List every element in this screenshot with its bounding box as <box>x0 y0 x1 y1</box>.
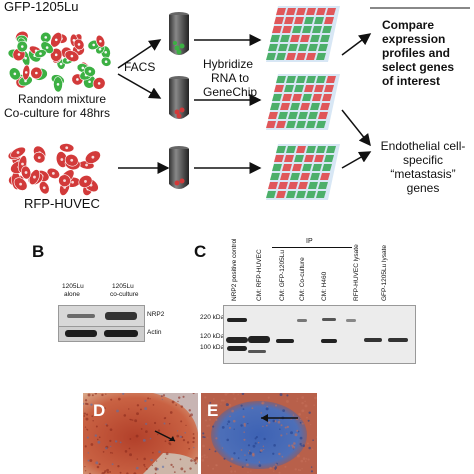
band-nrp2-alone <box>67 314 95 318</box>
panel-b-col1-line2: alone <box>64 291 80 298</box>
arrow-compare <box>341 33 372 56</box>
band-rfp-lysate <box>364 338 382 342</box>
lane-label: NRP2 positive control <box>231 238 238 302</box>
hybridize-label: Hybridize <box>203 57 254 71</box>
band-gfp-lysate <box>388 338 408 342</box>
panel-b-row-actin: Actin <box>147 329 162 336</box>
endo-line-3: “metastasis” <box>390 167 456 181</box>
panel-b-row-nrp2: NRP2 <box>147 311 165 318</box>
lane-label: GFP-1205Lu lysate <box>381 244 388 301</box>
band-actin-alone <box>65 330 97 337</box>
ip-blot <box>223 305 416 364</box>
band-gfp-1205lu <box>297 319 307 322</box>
compare-line-2: expression <box>382 32 446 46</box>
facs-label: FACS <box>124 60 156 74</box>
band-coculture-120 <box>321 339 337 343</box>
lane-label: CM: H460 <box>321 271 328 301</box>
band-pos-100b <box>248 350 266 353</box>
mw-220: 220 kDa <box>200 314 225 321</box>
coculture-label: Co-culture for 48hrs <box>4 106 111 120</box>
band-pos-220 <box>227 318 247 322</box>
mw-120: 120 kDa <box>200 333 225 340</box>
panel-c-ip-bracket <box>272 247 352 248</box>
panel-c-ip-label: IP <box>306 238 313 245</box>
rna-to-label: RNA to <box>211 71 250 85</box>
panel-b-col2-line2: co-culture <box>110 291 139 298</box>
compare-line-5: of interest <box>382 74 441 88</box>
compare-line-3: profiles and <box>382 46 451 60</box>
blot-actin <box>58 326 145 342</box>
panel-b-col1-line1: 1205Lu <box>62 283 84 290</box>
panel-e: E <box>201 393 317 474</box>
tissue-e-image <box>201 393 317 474</box>
endo-line-4: genes <box>406 181 440 195</box>
compare-line-1: Compare <box>382 18 435 32</box>
rfp-huvec-label: RFP-HUVEC <box>24 196 100 211</box>
panel-e-letter: E <box>207 401 219 420</box>
band-nrp2-coculture <box>105 312 137 320</box>
panel-c-letter: C <box>194 242 207 261</box>
endo-line-1: Endothelial cell- <box>380 139 466 153</box>
arrow-facs-up <box>117 39 162 69</box>
gfp-1205lu-label: GFP-1205Lu <box>4 0 79 14</box>
tube-rfp-control <box>168 146 190 192</box>
tube-rfp <box>168 76 190 122</box>
panel-b-col2-line1: 1205Lu <box>112 283 134 290</box>
genechip-label: GeneChip <box>203 85 258 99</box>
band-pos-120b <box>248 336 270 343</box>
lane-label: CM: Co-culture <box>299 257 306 301</box>
mw-100: 100 kDa <box>200 344 225 351</box>
tube-gfp <box>168 12 190 58</box>
band-actin-coculture <box>104 330 138 337</box>
lane-label: RFP-HUVEC lysate <box>353 244 360 301</box>
band-pos-100a <box>227 346 247 351</box>
band-pos-120a <box>226 337 248 343</box>
blot-nrp2 <box>58 305 145 327</box>
microarray-chip-3 <box>266 144 340 200</box>
endo-line-2: specific <box>402 153 443 167</box>
arrow-endo-2 <box>341 151 372 169</box>
endothelial-text: Endothelial cell- specific “metastasis” … <box>374 139 472 195</box>
compare-line-4: select genes <box>382 60 455 74</box>
flow-arrows <box>117 7 470 174</box>
arrow-facs-down <box>117 73 162 99</box>
random-mixture-label: Random mixture <box>18 92 107 106</box>
lane-label: CM: GFP-1205Lu <box>279 250 286 301</box>
panel-d-letter: D <box>93 401 106 420</box>
microarray-chip-2 <box>266 74 340 130</box>
band-rfp-huvec <box>276 339 294 343</box>
compare-text: Compare expression profiles and select g… <box>382 18 454 88</box>
band-coculture-220 <box>322 318 336 321</box>
arrow-endo-1 <box>341 109 371 147</box>
panel-d: D <box>83 393 198 474</box>
rfp-cell-cluster <box>7 143 101 196</box>
panel-b-letter: B <box>32 242 45 261</box>
tissue-d-image <box>83 393 198 474</box>
microarray-chip-1 <box>266 6 340 62</box>
mixed-cell-cluster <box>7 30 112 92</box>
lane-label: CM: RFP-HUVEC <box>256 249 263 301</box>
band-h460 <box>346 319 356 322</box>
